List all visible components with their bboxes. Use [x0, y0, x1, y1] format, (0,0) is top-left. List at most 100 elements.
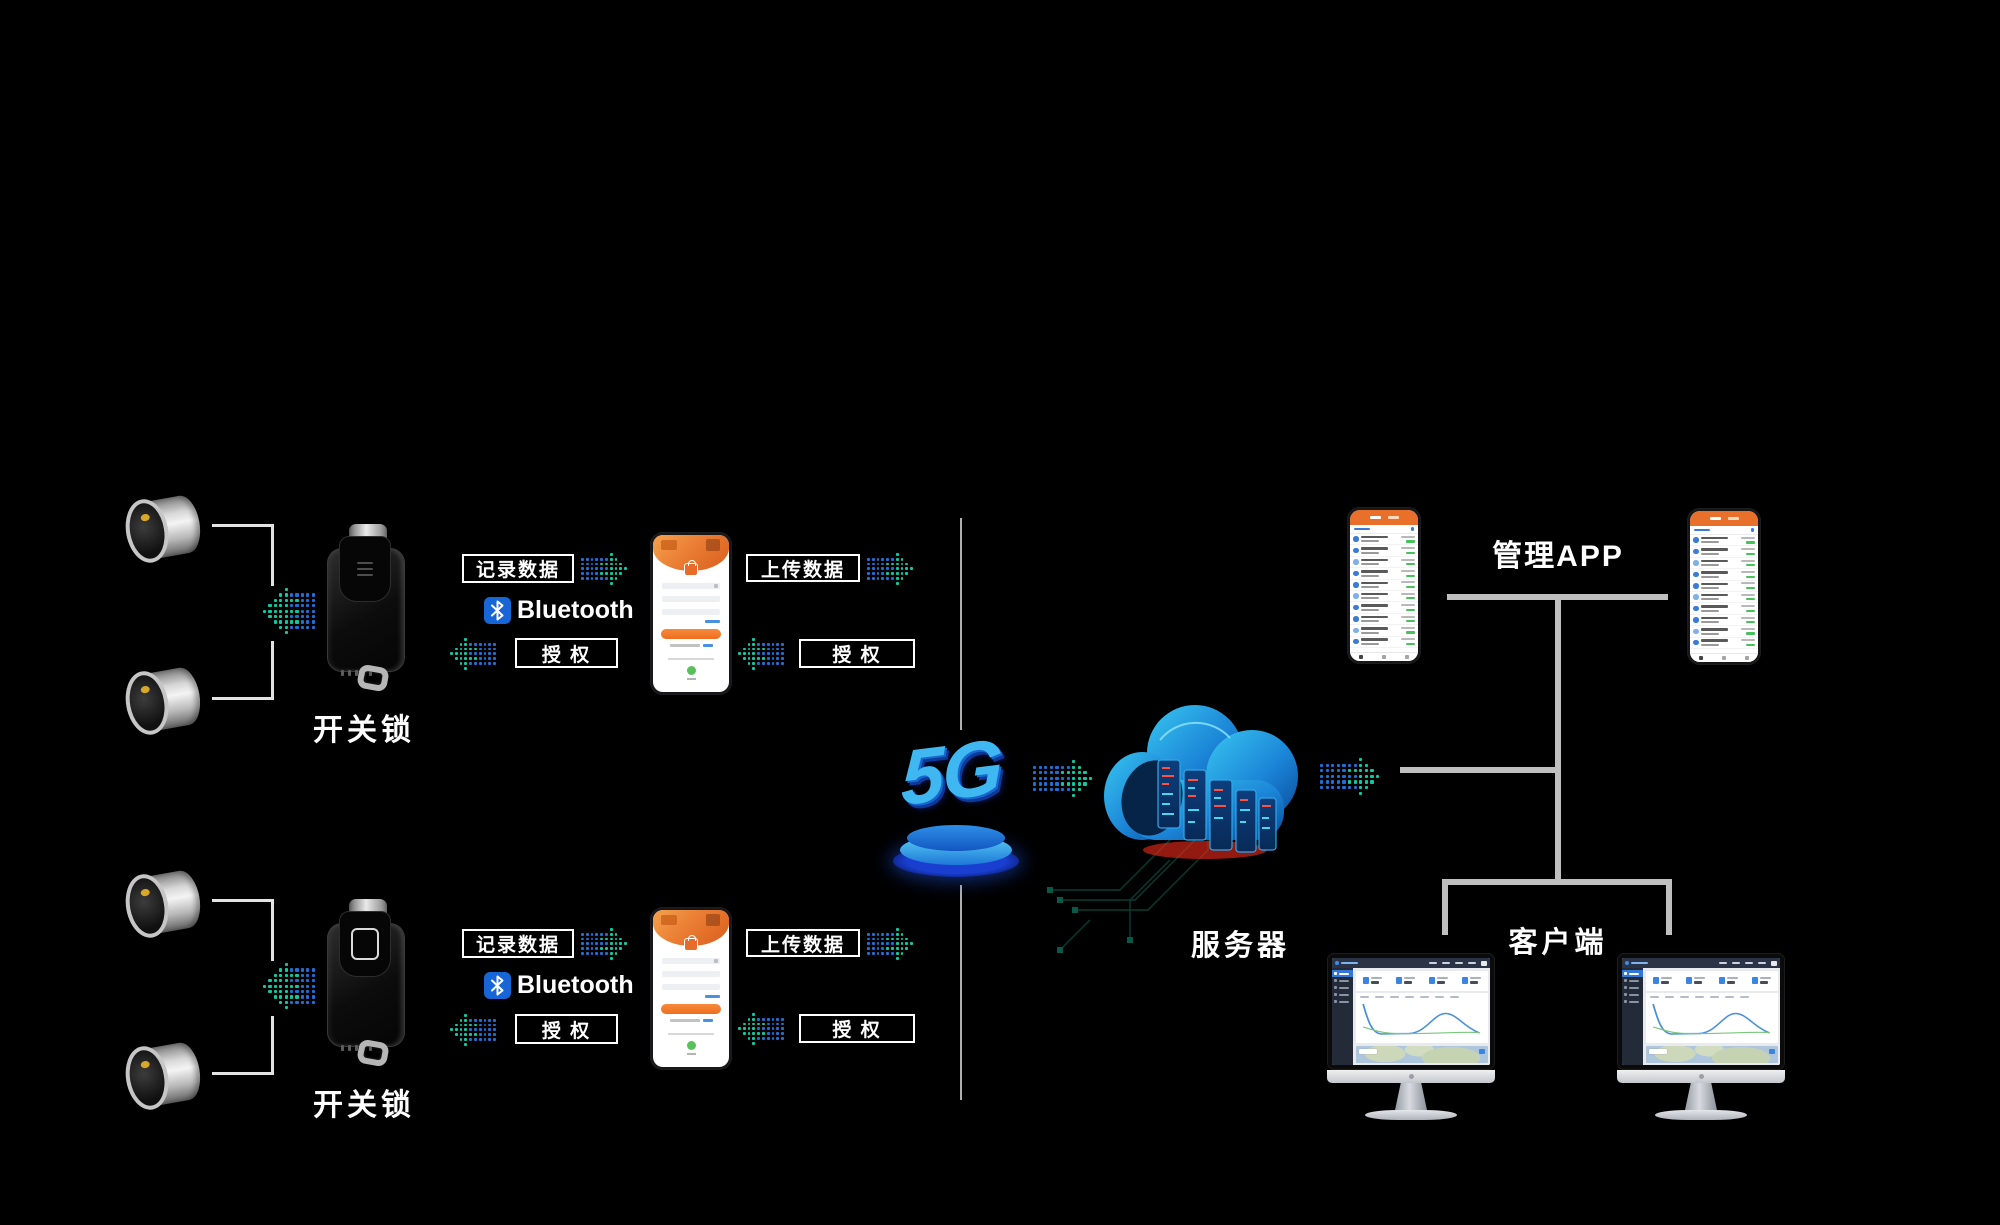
bluetooth-label: Bluetooth — [517, 971, 634, 999]
bracket-line — [271, 899, 274, 961]
bottom-nav-bar — [1690, 653, 1758, 662]
device-list — [1690, 535, 1758, 653]
list-filter-bar — [1350, 525, 1418, 534]
wechat-label — [686, 1052, 696, 1055]
lock-controller-device — [326, 899, 408, 1068]
list-item — [1350, 545, 1418, 557]
phone-login — [650, 532, 732, 695]
bluetooth-row: Bluetooth — [484, 596, 634, 625]
wechat-label — [686, 677, 696, 680]
cloud-server — [1104, 705, 1298, 859]
phone-login-screen — [653, 910, 729, 1067]
list-filter-bar — [1690, 526, 1758, 535]
bluetooth-label: Bluetooth — [517, 596, 634, 624]
monitor-screen — [1617, 953, 1785, 1070]
forgot-password-link — [705, 995, 720, 998]
bracket-line — [212, 697, 273, 700]
bluetooth-icon — [484, 972, 511, 999]
dashboard-line-chart — [1355, 993, 1488, 1043]
list-app-header — [1690, 511, 1758, 526]
dotted-arrow-right — [581, 928, 629, 962]
device-list — [1350, 534, 1418, 652]
phone-list-screen — [1350, 510, 1418, 661]
bottom-nav-bar — [1350, 652, 1418, 661]
list-item — [1690, 603, 1758, 615]
list-item — [1350, 557, 1418, 569]
dashboard-avatar — [1481, 960, 1487, 966]
dashboard-stat-cards — [1645, 970, 1778, 991]
other-login-divider — [668, 1032, 714, 1035]
dotted-arrow-right — [867, 928, 915, 962]
dashboard-logo-icon — [1625, 961, 1629, 965]
dotted-arrow-right — [867, 553, 915, 587]
list-item — [1350, 637, 1418, 648]
app-lock-logo-icon — [684, 560, 698, 576]
list-item — [1350, 568, 1418, 580]
login-button — [661, 629, 721, 639]
dashboard-logo-icon — [1335, 961, 1339, 965]
phone-list-screen — [1690, 511, 1758, 662]
authorize-label: 授 权 — [799, 1014, 915, 1043]
register-hint — [653, 1019, 729, 1022]
app-lock-logo-icon — [684, 935, 698, 951]
bracket-line — [212, 1072, 273, 1075]
list-item — [1350, 614, 1418, 626]
dotted-arrow-right — [1033, 760, 1095, 799]
phone-login — [650, 907, 732, 1070]
management-app-label: 管理APP — [1492, 540, 1624, 573]
other-login-divider — [668, 657, 714, 660]
phone-management-app — [1347, 507, 1421, 664]
dotted-arrow-left — [738, 638, 786, 672]
login-username-field — [662, 971, 720, 977]
dashboard-map — [1645, 1045, 1778, 1063]
client-monitor — [1327, 953, 1495, 1120]
dashboard-line-chart — [1645, 993, 1778, 1043]
list-item — [1690, 558, 1758, 570]
bracket-line — [271, 1016, 274, 1075]
monitor-chin — [1327, 1070, 1495, 1083]
login-account-field — [662, 958, 720, 964]
list-item — [1350, 580, 1418, 591]
forgot-password-link — [705, 620, 720, 623]
bluetooth-icon — [484, 597, 511, 624]
dashboard-sidebar — [1622, 968, 1643, 1065]
list-item — [1690, 626, 1758, 638]
client-label: 客户端 — [1508, 927, 1608, 959]
client-monitor — [1617, 953, 1785, 1120]
bracket-line — [271, 641, 274, 700]
upload-data-label: 上传数据 — [746, 929, 860, 957]
dashboard-avatar — [1771, 960, 1777, 966]
login-username-field — [662, 596, 720, 602]
bracket-line — [212, 524, 273, 527]
dotted-arrow-right — [581, 553, 629, 587]
monitor-stand — [1685, 1083, 1717, 1110]
connector-line — [1555, 594, 1561, 885]
list-item — [1690, 569, 1758, 581]
monitor-base — [1365, 1110, 1457, 1120]
section-divider — [960, 885, 962, 1100]
list-item — [1350, 602, 1418, 614]
monitor-chin — [1617, 1070, 1785, 1083]
dotted-arrow-right — [1320, 758, 1382, 797]
login-password-field — [662, 609, 720, 615]
monitor-screen — [1327, 953, 1495, 1070]
wechat-login-icon — [686, 665, 696, 675]
dashboard-navbar — [1332, 958, 1490, 968]
list-item — [1350, 534, 1418, 546]
lock-cylinder — [120, 490, 207, 568]
connector-line — [1442, 879, 1448, 935]
phone-management-app — [1687, 508, 1761, 665]
monitor-base — [1655, 1110, 1747, 1120]
server-label: 服务器 — [1190, 930, 1290, 962]
record-data-label: 记录数据 — [462, 554, 574, 583]
login-button — [661, 1004, 721, 1014]
register-hint — [653, 644, 729, 647]
bracket-line — [271, 524, 274, 586]
connector-line — [1442, 879, 1672, 885]
lock-cylinder — [120, 1037, 207, 1115]
connector-line — [1400, 767, 1558, 773]
phone-login-screen — [653, 535, 729, 692]
login-account-field — [662, 583, 720, 589]
list-item — [1690, 581, 1758, 592]
section-divider — [960, 518, 962, 730]
